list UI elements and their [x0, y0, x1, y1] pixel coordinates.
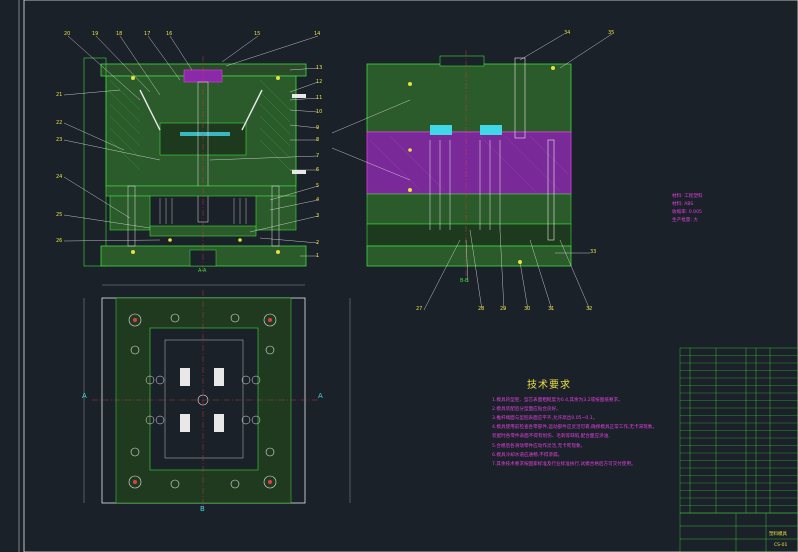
section-mark-a-right: A	[318, 392, 323, 400]
material-line: 材料: ABS	[672, 202, 694, 207]
callout-label: 22	[56, 120, 63, 126]
callout-label: 28	[478, 306, 485, 312]
callout-label: 29	[500, 306, 507, 312]
material-line: 材料: 工程塑料	[672, 194, 703, 199]
callout-label: 5	[316, 183, 320, 189]
bom-rows	[680, 355, 798, 506]
callout-label: 11	[316, 95, 323, 101]
callout-label: 32	[586, 306, 593, 312]
callout-label: 1	[316, 253, 320, 259]
callout-label: 34	[564, 30, 571, 36]
callout-label: 16	[166, 31, 173, 37]
plan-view	[83, 284, 351, 510]
callout-label: 20	[64, 31, 71, 37]
tech-line: 6.模具冷却水道应通畅,不得渗漏。	[492, 453, 563, 458]
callout-label: 15	[254, 31, 261, 37]
section-view-left	[83, 56, 307, 272]
section-title-bb: B-B	[460, 278, 469, 284]
callout-label: 6	[316, 167, 320, 173]
leaders-left	[63, 35, 319, 257]
tech-line: 1.模具的型腔、型芯表面粗糙度为0.4,其余为3.2或按图纸要求。	[492, 398, 623, 403]
callout-label: 7	[316, 153, 320, 159]
tech-line: 7.其余技术要求按国家标准及行业标准执行,试模合格后方可交付使用。	[492, 462, 636, 467]
callout-label: 33	[590, 249, 597, 255]
callout-label: 10	[316, 109, 323, 115]
tech-line: 2.模具装配后分型面应贴合良好。	[492, 407, 561, 412]
tech-line: 5.合模后各滑动零件应动作灵活,无卡死现象。	[492, 444, 586, 449]
drawing-number: CS-01	[774, 543, 788, 548]
callout-label: 26	[56, 238, 63, 244]
material-line: 生产批量: 大	[672, 218, 698, 223]
callout-label: 9	[316, 125, 320, 131]
leaders-right	[331, 33, 613, 311]
section-mark-b: B	[200, 505, 205, 513]
callout-label: 2	[316, 240, 320, 246]
tech-line: 装配时各零件表面不得有划伤、毛刺等缺陷,配合面应涂油,	[492, 434, 610, 439]
section-mark-a-left: A	[82, 392, 87, 400]
callout-label: 19	[92, 31, 99, 37]
sheet-border	[23, 0, 798, 552]
callout-label: 14	[314, 31, 321, 37]
tech-line: 4.模具使用前检查各零部件,运动部件应灵活可靠,确保模具正常工作,无卡滞现象。	[492, 425, 657, 430]
callout-label: 27	[416, 306, 423, 312]
callout-label: 17	[144, 31, 151, 37]
material-line: 收缩率: 0.005	[672, 210, 702, 215]
callout-label: 3	[316, 213, 320, 219]
callout-label: 8	[316, 137, 320, 143]
tech-line: 3.推杆端面与型腔表面应平齐,允许高出0.05~0.1。	[492, 416, 598, 421]
callout-label: 30	[524, 306, 531, 312]
tech-title: 技术要求	[527, 380, 571, 391]
callout-label: 31	[548, 306, 555, 312]
section-title-aa: A-A	[198, 268, 207, 274]
callout-label: 24	[56, 174, 63, 180]
section-view-right	[366, 50, 572, 282]
callout-label: 21	[56, 92, 63, 98]
callout-label: 12	[316, 79, 323, 85]
drawing-title: 塑料模具	[769, 532, 787, 537]
callout-label: 13	[316, 65, 323, 71]
callout-label: 25	[56, 212, 63, 218]
callout-label: 35	[608, 30, 615, 36]
callout-label: 23	[56, 137, 63, 143]
callout-label: 18	[116, 31, 123, 37]
callout-label: 4	[316, 197, 320, 203]
title-block	[679, 512, 798, 552]
